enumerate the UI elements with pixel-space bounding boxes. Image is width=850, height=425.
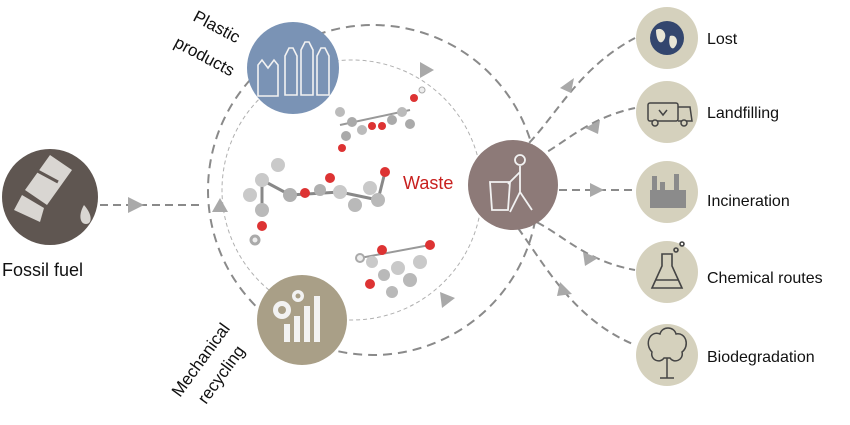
- outcome-landfilling-label: Landfilling: [707, 105, 779, 122]
- outcome-chemical-routes: [636, 241, 698, 303]
- tree-icon: [647, 327, 687, 379]
- waste-node: [468, 140, 558, 230]
- plastic-bottles-bag-icon: [257, 41, 330, 97]
- molecule-lower: [355, 240, 435, 298]
- cycle-arrowhead-left: [212, 198, 228, 212]
- gears-bars-icon: [273, 290, 320, 342]
- fossil-fuel-label: Fossil fuel: [2, 260, 83, 280]
- molecule-large: [243, 158, 390, 246]
- outcome-incineration-label: Incineration: [707, 193, 790, 210]
- outcome-chemical-routes-label: Chemical routes: [707, 270, 823, 287]
- oil-barrel-icon: [14, 155, 91, 224]
- molecule-small: [335, 86, 426, 152]
- plastic-products-label-line1: Plastic: [190, 7, 244, 48]
- waste-label: Waste: [403, 173, 453, 193]
- outcome-incineration: [636, 161, 698, 223]
- flask-icon: [650, 241, 685, 289]
- plastic-products-node: [247, 22, 339, 114]
- factory-icon: [650, 174, 686, 208]
- globe-icon: [650, 21, 684, 55]
- fossil-fuel-node: [2, 149, 98, 245]
- outcome-biodegradation: [636, 324, 698, 386]
- outcome-lost: [636, 7, 698, 69]
- cycle-arrowhead-bottom: [440, 292, 455, 308]
- outcome-lost-label: Lost: [707, 31, 738, 48]
- outcome-landfilling: [636, 81, 698, 143]
- mechanical-recycling-node: [257, 275, 347, 365]
- outcome-arrowheads: [557, 78, 604, 296]
- person-trash-bin-icon: [489, 154, 533, 213]
- outcome-biodegradation-label: Biodegradation: [707, 349, 815, 366]
- fossil-arrowhead-1: [128, 197, 144, 213]
- cycle-arrowhead-top: [420, 62, 434, 78]
- garbage-truck-icon: [647, 102, 693, 127]
